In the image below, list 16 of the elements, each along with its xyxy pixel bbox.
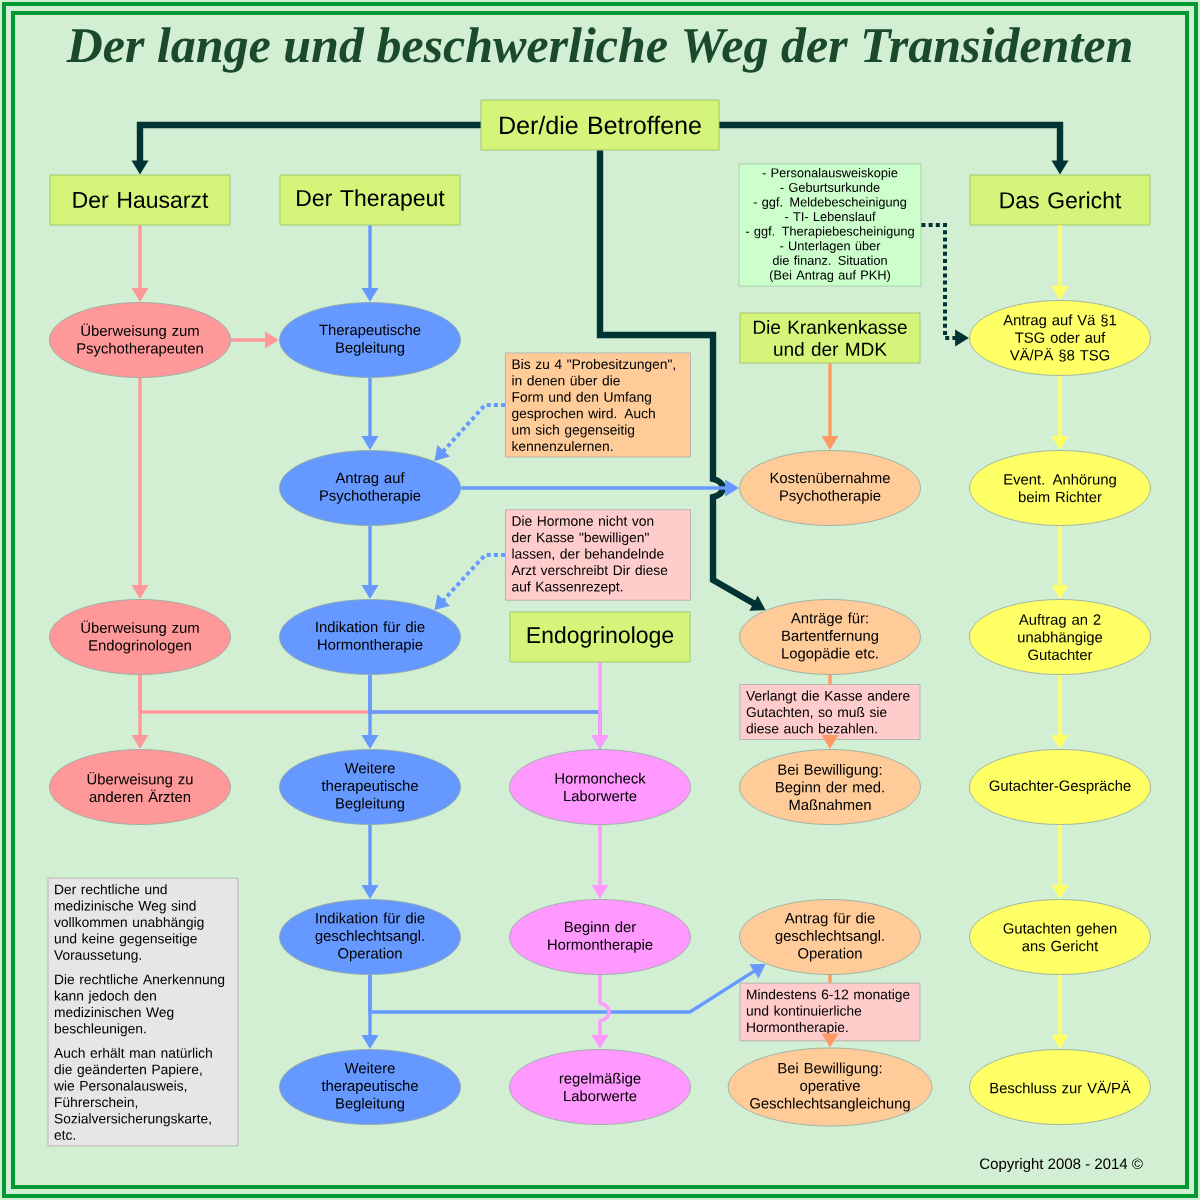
note-box: Verlangt die Kasse andere Gutachten, so muß sie diese auch bezahlen. bbox=[739, 684, 921, 740]
note-box: Der rechtliche und medizinische Weg sind vollkommen unabhängig und keine gegenseitige Voraussetung. Die rechtliche Anerkennung kann jedoch den medizinischen Weg beschleunigen. Auch erhält man natürlich die geänderten Papiere, wie Personalausweis, Führerschein, Sozialversicherungskarte, etc. bbox=[47, 877, 239, 1147]
header-box: Das Gericht bbox=[969, 174, 1151, 226]
note-box: Mindestens 6-12 monatige und kontinuierliche Hormontherapie. bbox=[739, 982, 921, 1042]
diagram-title: Der lange und beschwerliche Weg der Transidenten bbox=[66, 27, 1131, 73]
header-box: Der Hausarzt bbox=[49, 174, 231, 226]
header-box: Endogrinologe bbox=[509, 611, 691, 663]
header-box: Der/die Betroffene bbox=[480, 99, 720, 151]
connector-line bbox=[828, 674, 832, 685]
info-box: - Personalausweiskopie - Geburtsurkunde - ggf. Meldebescheinigung - TI- Lebenslauf - ggf. Therapiebescheinigung - Unterlagen über die finanz. Situation (Bei Antrag auf PKH) bbox=[738, 163, 922, 287]
header-box: Der Therapeut bbox=[279, 174, 461, 226]
note-box: Die Hormone nicht von der Kasse "bewilligen" lassen, der behandelnde Arzt verschreibt Dir diese auf Kassenrezept. bbox=[505, 509, 691, 601]
connector-line bbox=[828, 974, 832, 983]
header-box: Die Krankenkasse und der MDK bbox=[739, 312, 921, 364]
note-box: Bis zu 4 "Probesitzungen", in denen über die Form und den Umfang gesprochen wird. Auch um sich gegenseitig kennenzulernen. bbox=[505, 352, 691, 458]
copyright-note: Copyright 2008 - 2014 © bbox=[980, 1158, 1143, 1172]
